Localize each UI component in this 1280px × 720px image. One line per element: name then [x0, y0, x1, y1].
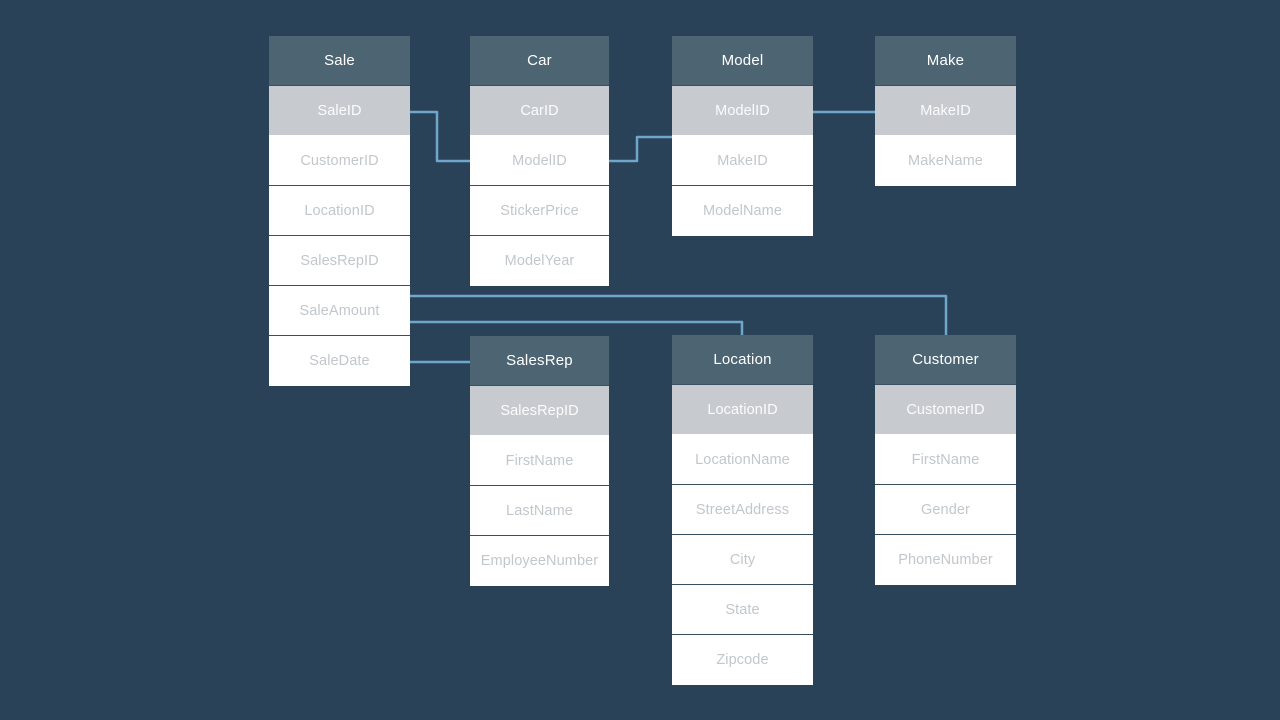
field-location-streetaddress[interactable]: StreetAddress — [672, 485, 813, 535]
field-salesrep-salesrepid[interactable]: SalesRepID — [470, 386, 609, 436]
connector-sale-location — [408, 320, 744, 337]
field-model-modelid[interactable]: ModelID — [672, 86, 813, 136]
entity-header-sale[interactable]: Sale — [269, 36, 410, 86]
entity-header-customer[interactable]: Customer — [875, 335, 1016, 385]
field-salesrep-firstname[interactable]: FirstName — [470, 436, 609, 486]
field-customer-customerid[interactable]: CustomerID — [875, 385, 1016, 435]
field-customer-phonenumber[interactable]: PhoneNumber — [875, 535, 1016, 585]
connector-sale-customer — [408, 294, 948, 337]
field-sale-saleamount[interactable]: SaleAmount — [269, 286, 410, 336]
field-sale-saleid[interactable]: SaleID — [269, 86, 410, 136]
entity-header-salesrep[interactable]: SalesRep — [470, 336, 609, 386]
field-sale-customerid[interactable]: CustomerID — [269, 136, 410, 186]
field-sale-saledate[interactable]: SaleDate — [269, 336, 410, 386]
field-location-locationid[interactable]: LocationID — [672, 385, 813, 435]
field-model-modelname[interactable]: ModelName — [672, 186, 813, 236]
field-car-modelyear[interactable]: ModelYear — [470, 236, 609, 286]
field-car-carid[interactable]: CarID — [470, 86, 609, 136]
field-salesrep-lastname[interactable]: LastName — [470, 486, 609, 536]
field-customer-firstname[interactable]: FirstName — [875, 435, 1016, 485]
entity-header-make[interactable]: Make — [875, 36, 1016, 86]
field-location-locationname[interactable]: LocationName — [672, 435, 813, 485]
field-location-city[interactable]: City — [672, 535, 813, 585]
connector-model-car — [607, 135, 674, 163]
field-car-modelid[interactable]: ModelID — [470, 136, 609, 186]
field-salesrep-employeenumber[interactable]: EmployeeNumber — [470, 536, 609, 586]
field-location-zipcode[interactable]: Zipcode — [672, 635, 813, 685]
field-location-state[interactable]: State — [672, 585, 813, 635]
field-sale-salesrepid[interactable]: SalesRepID — [269, 236, 410, 286]
entity-header-model[interactable]: Model — [672, 36, 813, 86]
field-make-makename[interactable]: MakeName — [875, 136, 1016, 186]
field-make-makeid[interactable]: MakeID — [875, 86, 1016, 136]
field-sale-locationid[interactable]: LocationID — [269, 186, 410, 236]
field-model-makeid[interactable]: MakeID — [672, 136, 813, 186]
field-car-stickerprice[interactable]: StickerPrice — [470, 186, 609, 236]
entity-header-car[interactable]: Car — [470, 36, 609, 86]
field-customer-gender[interactable]: Gender — [875, 485, 1016, 535]
connector-car-sale — [408, 110, 472, 163]
entity-header-location[interactable]: Location — [672, 335, 813, 385]
